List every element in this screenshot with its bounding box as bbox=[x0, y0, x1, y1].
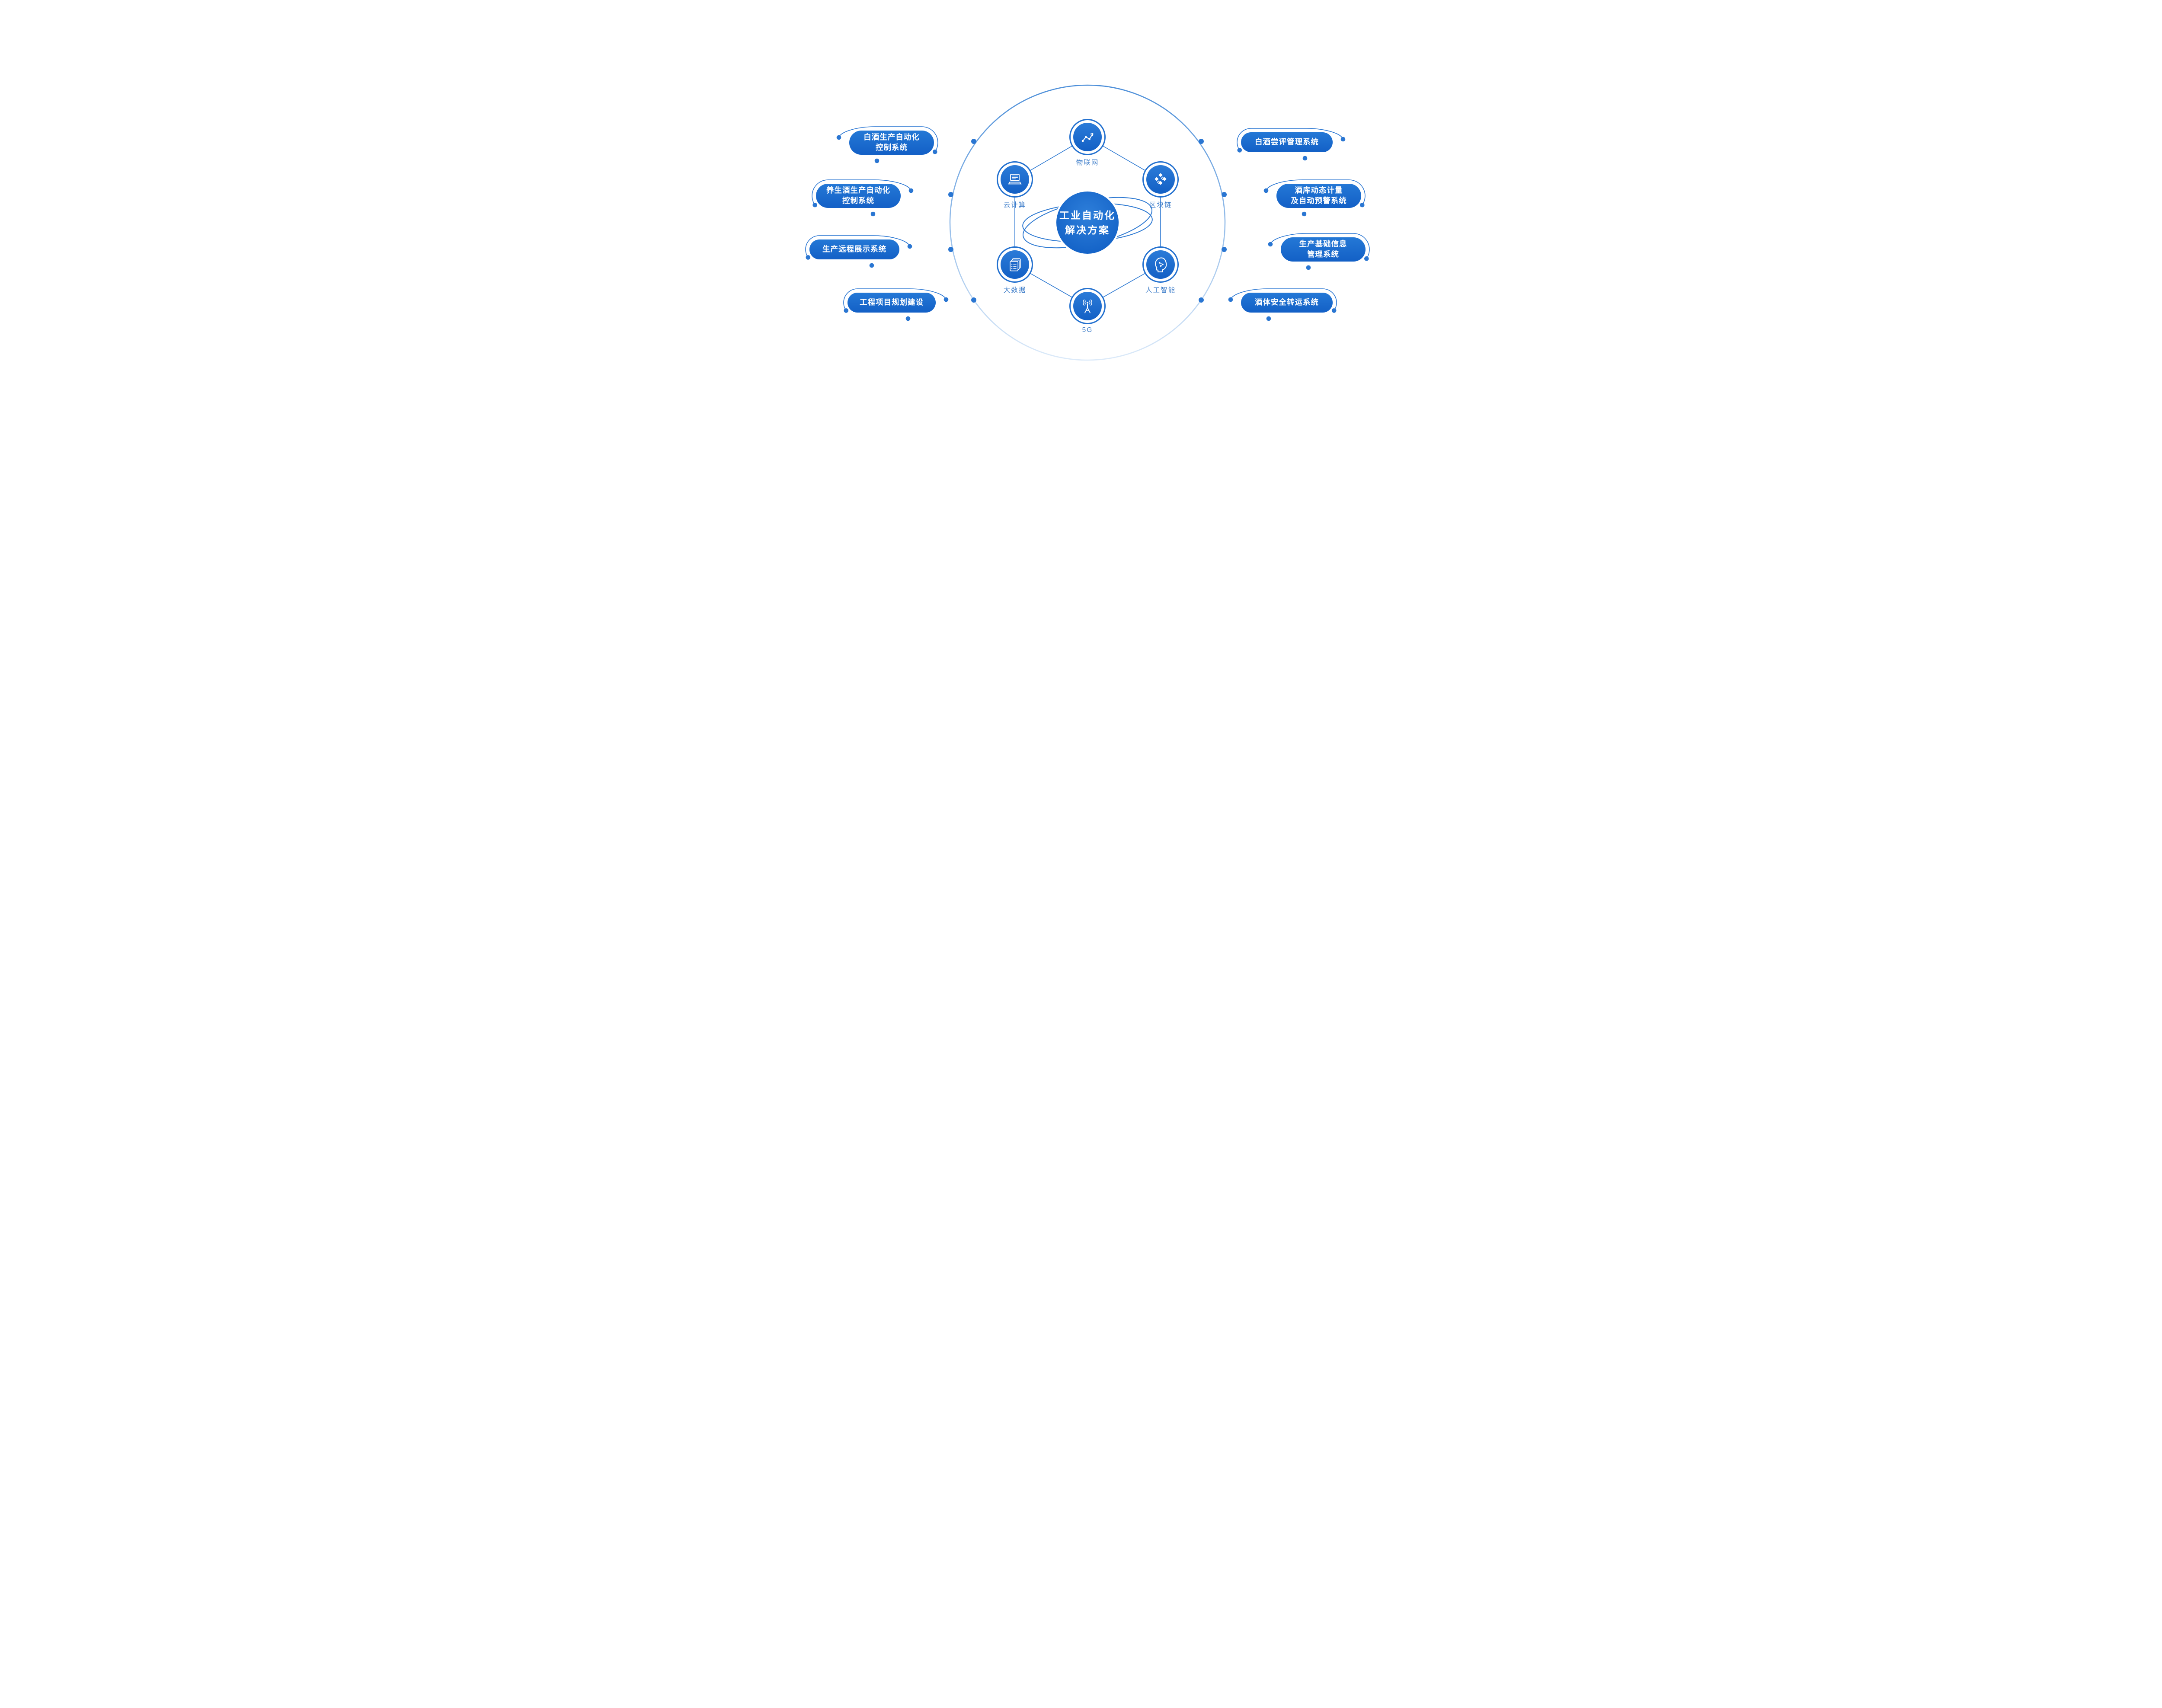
node-bigdata-circle bbox=[1001, 250, 1029, 279]
pill-label: 工程项目规划建设 bbox=[860, 298, 924, 307]
pill-safe-transfer-system: 酒体安全转运系统 bbox=[1241, 293, 1333, 313]
node-label-5g: 5G bbox=[1082, 326, 1093, 334]
pill-label: 养生酒生产自动化 bbox=[826, 186, 890, 195]
orbit-dot bbox=[1222, 247, 1227, 252]
node-label-bigdata: 大数据 bbox=[1003, 287, 1027, 294]
node-blockchain-circle bbox=[1146, 165, 1175, 194]
orbit-dot bbox=[971, 139, 976, 144]
node-cloud-circle bbox=[1001, 165, 1029, 194]
orbit-dot bbox=[948, 247, 953, 252]
pill-health-wine-automation: 养生酒生产自动化 控制系统 bbox=[816, 184, 901, 208]
pill-label: 生产远程展示系统 bbox=[822, 245, 886, 254]
orbit-dot bbox=[1222, 192, 1227, 197]
node-cloud: 云计算 bbox=[997, 161, 1033, 209]
pill-label: 酒体安全转运系统 bbox=[1255, 298, 1319, 307]
blockchain-icon bbox=[1155, 173, 1167, 185]
pill-label: 管理系统 bbox=[1307, 250, 1339, 259]
orbit-dot bbox=[948, 192, 953, 197]
pill-label: 控制系统 bbox=[842, 196, 874, 205]
documents-stack-icon bbox=[1010, 258, 1021, 271]
pill-label: 酒库动态计量 bbox=[1295, 186, 1343, 195]
node-iot: 物联网 bbox=[1069, 119, 1106, 166]
orbit-dot bbox=[1199, 139, 1204, 144]
orbit-dot bbox=[1199, 297, 1204, 303]
node-iot-circle bbox=[1073, 123, 1102, 151]
center-title-line2: 解决方案 bbox=[1065, 224, 1110, 236]
pill-label: 及自动预警系统 bbox=[1291, 196, 1347, 205]
iot-icon bbox=[1081, 133, 1094, 142]
center-title-line1: 工业自动化 bbox=[1059, 209, 1116, 221]
node-5g: 5G bbox=[1069, 288, 1106, 334]
antenna-5g-icon bbox=[1083, 299, 1092, 313]
pill-label: 生产基础信息 bbox=[1299, 239, 1347, 249]
pill-remote-display-system: 生产远程展示系统 bbox=[809, 239, 899, 259]
node-label-ai: 人工智能 bbox=[1145, 287, 1176, 294]
node-ai: 人工智能 bbox=[1142, 246, 1179, 294]
pill-label: 白酒尝评管理系统 bbox=[1255, 137, 1319, 147]
node-blockchain: 区块链 bbox=[1142, 161, 1179, 209]
ai-head-icon bbox=[1155, 257, 1167, 272]
node-bigdata: 大数据 bbox=[997, 246, 1033, 294]
node-label-cloud: 云计算 bbox=[1003, 201, 1027, 209]
pill-warehouse-metering-warning: 酒库动态计量 及自动预警系统 bbox=[1276, 184, 1361, 208]
pill-basic-info-management: 生产基础信息 管理系统 bbox=[1281, 237, 1366, 262]
node-label-iot: 物联网 bbox=[1076, 159, 1099, 166]
pill-tasting-evaluation-system: 白酒尝评管理系统 bbox=[1241, 132, 1333, 152]
center-title-circle: 工业自动化 解决方案 bbox=[1056, 192, 1119, 254]
node-label-blockchain: 区块链 bbox=[1149, 201, 1172, 209]
diagram-stage: 白酒生产自动化 控制系统 养生酒生产自动化 控制系统 生产远程展示系统 工程项目… bbox=[749, 0, 1413, 436]
orbit-dot bbox=[971, 297, 976, 303]
node-5g-circle bbox=[1073, 292, 1102, 320]
laptop-icon bbox=[1008, 174, 1022, 185]
pill-label: 白酒生产自动化 bbox=[864, 133, 920, 142]
pill-engineering-project-planning: 工程项目规划建设 bbox=[848, 293, 936, 313]
pill-label: 控制系统 bbox=[876, 143, 908, 152]
node-ai-circle bbox=[1146, 250, 1175, 279]
pill-baijiu-production-automation: 白酒生产自动化 控制系统 bbox=[849, 131, 934, 155]
